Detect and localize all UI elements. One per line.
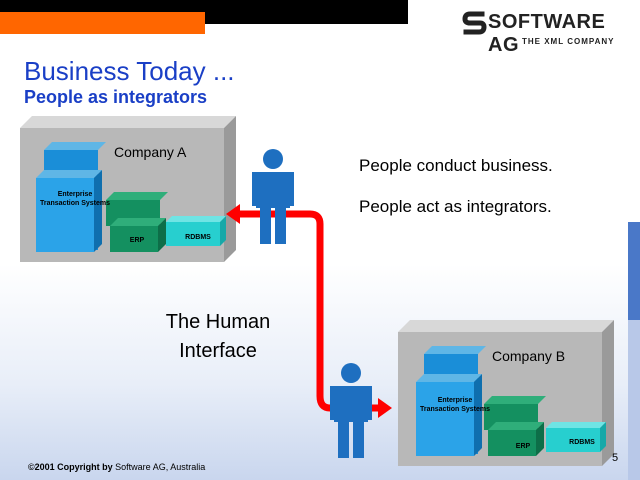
footer-company: Software AG, Australia [115, 462, 206, 472]
page-title: Business Today ... [24, 56, 235, 86]
company-b-ets-label: Enterprise Transaction Systems [419, 397, 491, 413]
company-a-label: Company A [114, 144, 187, 160]
company-a-ets-label: Enterprise Transaction Systems [39, 191, 111, 207]
page-number: 5 [612, 452, 619, 464]
person-b-icon [330, 363, 372, 458]
page-subtitle: People as integrators [24, 87, 208, 107]
software-ag-logo-icon [462, 10, 488, 36]
human-interface-label: The Human Interface [150, 308, 286, 366]
statement-integrators: People act as integrators. [359, 197, 552, 216]
company-b-box [398, 320, 614, 466]
company-a-erp-label: ERP [129, 237, 145, 244]
company-b-rdbms-label: RDBMS [569, 439, 595, 446]
right-accent-bar [628, 222, 640, 320]
company-a-box [20, 116, 236, 262]
red-connector-arrow [226, 204, 392, 418]
logo-brand: SOFTWARE AG [488, 11, 606, 56]
person-a-icon [252, 149, 294, 244]
top-orange-bar [0, 12, 205, 34]
company-b-label: Company B [492, 348, 566, 364]
human-interface-line-1: The Human [165, 311, 271, 333]
logo-tagline: THE XML COMPANY [522, 37, 615, 46]
statement-conduct: People conduct business. [359, 156, 553, 175]
company-b-erp-label: ERP [515, 443, 531, 450]
company-a-rdbms-label: RDBMS [185, 234, 211, 241]
human-interface-line-2: Interface [179, 340, 257, 362]
right-accent-bar-light [628, 320, 640, 480]
footer: ©2001 Copyright by Software AG, Australi… [28, 462, 205, 472]
footer-copyright: ©2001 Copyright by [28, 462, 113, 472]
